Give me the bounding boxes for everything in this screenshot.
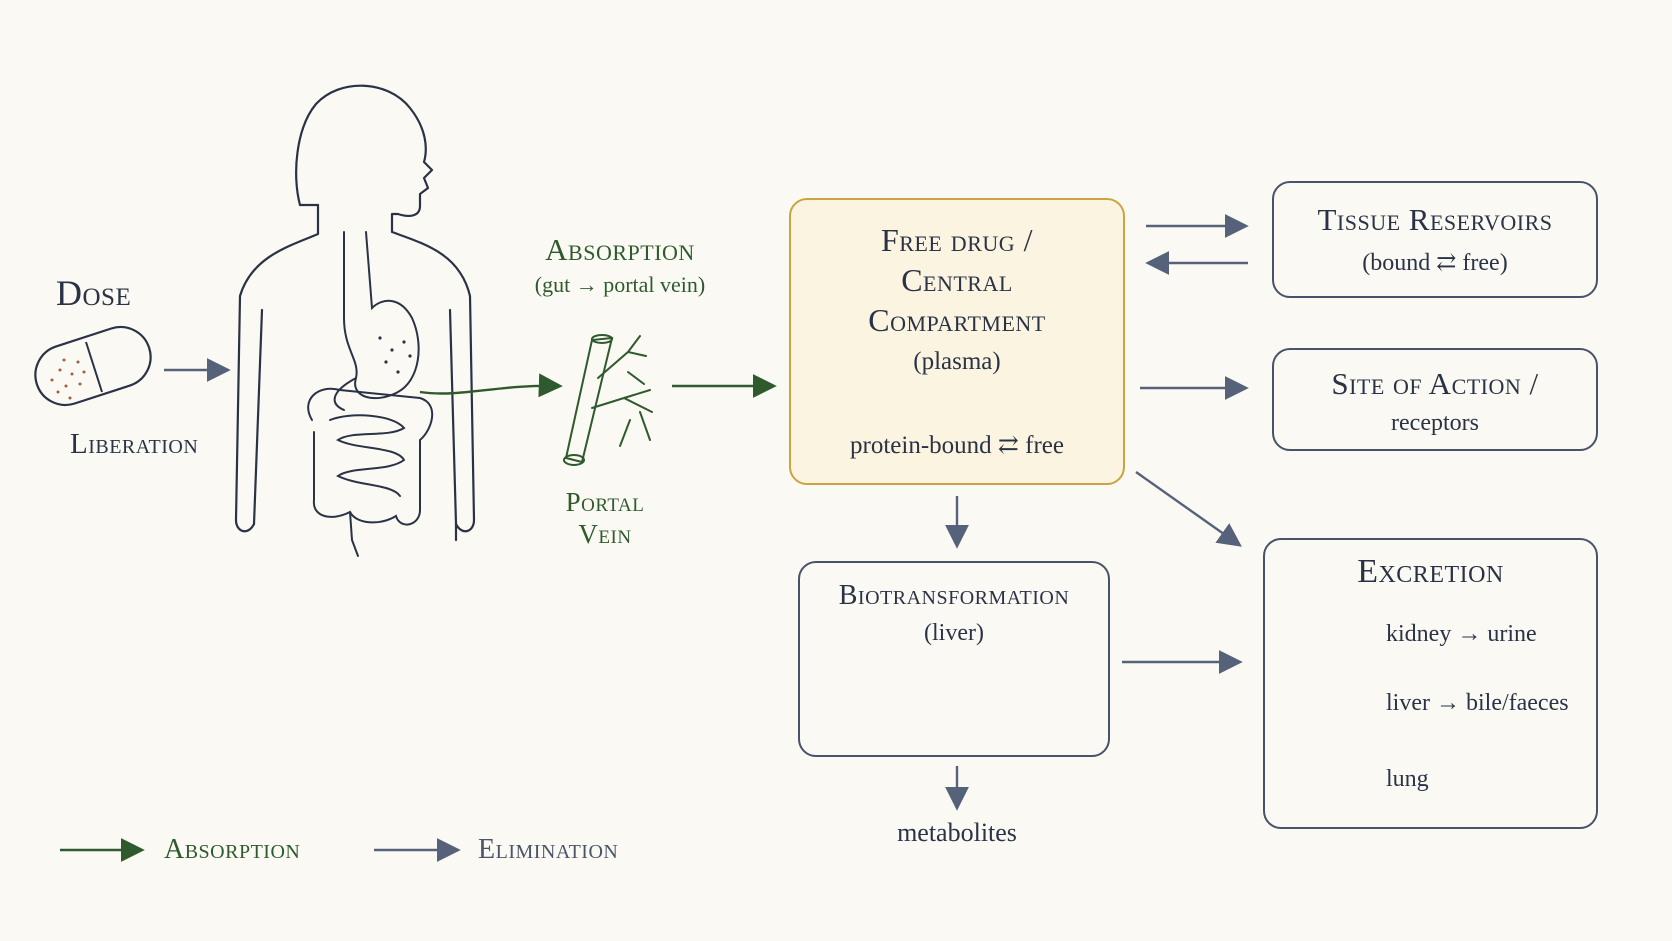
legend-absorption: Absorption [164, 834, 301, 865]
central-plasma: (plasma) [913, 348, 1001, 375]
excretion-route-lung: lung [1386, 766, 1429, 792]
excretion-route-kidney: kidney → urine [1386, 621, 1537, 647]
dose-title: Dose [56, 273, 132, 313]
central-line2: Central [901, 262, 1013, 298]
biotransformation-title: Biotransformation [838, 580, 1070, 611]
digestive-tract-icon [307, 231, 433, 557]
biotransformation-box [798, 561, 1110, 757]
excretion-box [1263, 538, 1598, 829]
site-title: Site of Action / [1331, 366, 1539, 401]
site-of-action-box [1272, 348, 1598, 451]
legend-elimination: Elimination [478, 834, 619, 865]
tissue-subtitle: (bound ⇄ free) [1362, 250, 1508, 276]
tissue-reservoirs-box [1272, 181, 1598, 298]
vein-label: Vein [578, 519, 632, 549]
absorption-subtitle: (gut → portal vein) [534, 272, 706, 297]
human-body-icon [234, 84, 476, 542]
central-compartment-box [789, 198, 1125, 485]
pill-icon [34, 325, 152, 407]
absorption-arrows [419, 373, 777, 398]
liberation-label: Liberation [70, 428, 199, 460]
central-line3: Compartment [868, 302, 1046, 338]
tissue-title: Tissue Reservoirs [1317, 202, 1553, 237]
excretion-title: Excretion [1357, 553, 1504, 590]
portal-label: Portal [565, 487, 645, 517]
portal-vein-icon [563, 334, 653, 466]
absorption-title: Absorption [545, 232, 695, 267]
site-subtitle: receptors [1391, 410, 1479, 436]
elimination-arrows [164, 214, 1249, 811]
central-line1: Free drug / [880, 222, 1034, 258]
metabolites-label: metabolites [897, 818, 1017, 847]
central-equilibrium: protein-bound ⇄ free [850, 432, 1064, 459]
biotransformation-subtitle: (liver) [924, 620, 984, 646]
excretion-route-liver: liver → bile/faeces [1386, 690, 1569, 716]
